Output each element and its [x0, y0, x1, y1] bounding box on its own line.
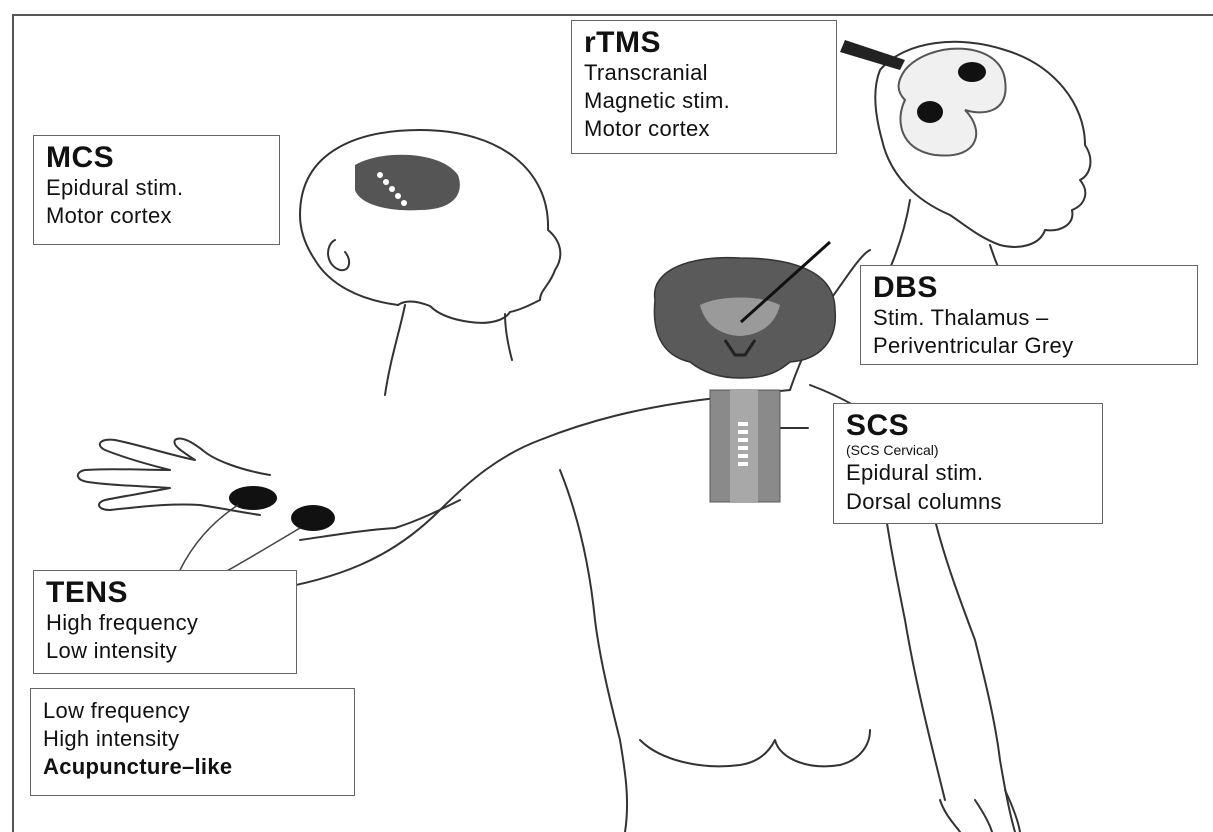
scs-line-1: Epidural stim.	[846, 459, 1092, 487]
scs-spinal-xray-icon	[710, 390, 780, 502]
rtms-line-2: Magnetic stim.	[584, 87, 826, 115]
acu-line-3: Acupuncture–like	[43, 753, 344, 781]
rtms-coil-icon	[840, 40, 1006, 156]
acu-line-2: High intensity	[43, 725, 344, 753]
mcs-title: MCS	[46, 142, 269, 174]
tens-line-2: Low intensity	[46, 637, 286, 665]
rtms-label-box: rTMS Transcranial Magnetic stim. Motor c…	[571, 20, 837, 154]
scs-line-2: Dorsal columns	[846, 488, 1092, 516]
right-hand	[940, 790, 1020, 832]
scs-title: SCS	[846, 410, 1092, 442]
acupuncture-label-box: Low frequency High intensity Acupuncture…	[30, 688, 355, 796]
tens-line-1: High frequency	[46, 609, 286, 637]
tens-electrode-pads-icon	[180, 486, 335, 572]
scs-subtitle: (SCS Cervical)	[846, 442, 1092, 460]
rtms-line-3: Motor cortex	[584, 115, 826, 143]
buttocks	[640, 730, 870, 766]
mcs-ear	[328, 240, 349, 270]
tens-title: TENS	[46, 577, 286, 609]
rtms-title: rTMS	[584, 27, 826, 59]
mcs-electrode-icon	[355, 155, 460, 211]
mcs-neck	[385, 305, 512, 395]
dbs-brain-slice-icon	[654, 242, 835, 378]
mcs-line-2: Motor cortex	[46, 202, 269, 230]
torso-left-side	[560, 470, 627, 832]
scs-label-box: SCS (SCS Cervical) Epidural stim. Dorsal…	[833, 403, 1103, 524]
dbs-line-2: Periventricular Grey	[873, 332, 1187, 360]
acu-line-1: Low frequency	[43, 697, 344, 725]
tens-label-box: TENS High frequency Low intensity	[33, 570, 297, 674]
dbs-line-1: Stim. Thalamus –	[873, 304, 1187, 332]
dbs-title: DBS	[873, 272, 1187, 304]
dbs-label-box: DBS Stim. Thalamus – Periventricular Gre…	[860, 265, 1198, 365]
mcs-line-1: Epidural stim.	[46, 174, 269, 202]
mcs-label-box: MCS Epidural stim. Motor cortex	[33, 135, 280, 245]
rtms-line-1: Transcranial	[584, 59, 826, 87]
